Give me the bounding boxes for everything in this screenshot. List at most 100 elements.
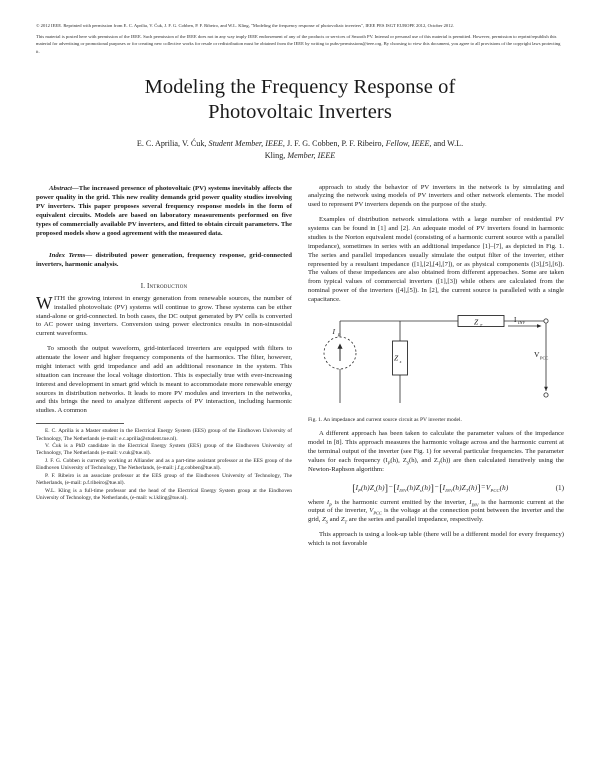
footnote-aprilia: E. C. Aprilia is a Master student in the… — [36, 428, 292, 442]
where-paragraph: where IP is the harmonic current emitted… — [308, 499, 564, 526]
title-line-2: Photovoltaic Inverters — [208, 100, 392, 123]
author-affil-fellow: Fellow, IEEE — [385, 138, 430, 148]
eq-t1-z: Z — [369, 483, 374, 492]
abstract-text: The increased presence of photovoltaic (… — [36, 184, 292, 237]
eq-t1-z-sub: s — [374, 487, 376, 493]
output-current-arrow-head — [537, 324, 542, 329]
symbol-ip: I — [326, 498, 330, 506]
current-source-arrow — [337, 343, 343, 349]
label-output-voltage-sub: PCC — [540, 356, 548, 361]
eq-t1-i-arg: (h) — [361, 483, 370, 492]
symbol-zt-sub: T — [437, 460, 441, 465]
index-terms-dash: — — [85, 251, 96, 259]
figure-1-caption: Fig. 1. An impedance and current source … — [308, 417, 462, 424]
voltage-arrow — [544, 387, 548, 392]
author-affil-student-member: Student Member, IEEE — [208, 138, 283, 148]
where-text-i: and — [327, 516, 341, 524]
body-columns: Abstract—The increased presence of photo… — [36, 184, 564, 549]
eq-rhs-arg: (h) — [499, 483, 509, 492]
author-affil-member: Member, IEEE — [287, 151, 336, 161]
symbol-vpcc-subscript: PCC — [373, 510, 382, 516]
eq-t1-z-arg: (h) — [375, 483, 385, 492]
eq-t2-i: I — [396, 483, 400, 492]
eq-t2-z-sub: s — [419, 487, 422, 493]
eq-t3-i-sub: INV — [445, 487, 453, 493]
equation-1: [IP(h)Zs(h)]−[IINV(h)Zs(h)]−[IINV(h)ZT(h… — [308, 483, 564, 494]
eq-t3-z-sub: T — [465, 487, 469, 493]
where-text-a: where — [308, 498, 327, 506]
copyright-line-1: © 2012 IEEE. Reprinted with permission f… — [36, 23, 454, 28]
abstract-dash: — — [72, 184, 79, 192]
symbol-iinv: I — [469, 498, 472, 506]
right-paragraph-2: Examples of distribution network simulat… — [308, 215, 564, 304]
intro-paragraph-2: To smooth the output waveform, grid-inte… — [36, 344, 292, 415]
equation-1-number: (1) — [555, 484, 564, 493]
footnote-kling: W.L. Kling is a full-time professor and … — [36, 487, 292, 502]
author-line-1-part-e: , and W.L. — [429, 138, 464, 148]
label-parallel-impedance: Z — [394, 354, 399, 363]
symbol-vpcc: V — [369, 507, 374, 515]
eq-t3-z-arg: (h) — [468, 483, 478, 492]
left-column: Abstract—The increased presence of photo… — [36, 184, 292, 549]
right-paragraph-3-text-a: A different approach has been taken to c… — [308, 429, 564, 464]
eq-t3-i-arg: (h) — [452, 483, 462, 492]
label-output-voltage: V — [534, 350, 540, 359]
eq-t1-i: I — [355, 483, 359, 492]
figure-1-circuit-diagram: I P Z s Z T I INV V PCC — [323, 315, 549, 404]
abstract-paragraph: Abstract—The increased presence of photo… — [36, 184, 292, 238]
terminal-node-top — [543, 318, 549, 324]
equation-1-expression: [IP(h)Zs(h)]−[IINV(h)Zs(h)]−[IINV(h)ZT(h… — [352, 482, 509, 494]
current-source-symbol — [323, 336, 357, 370]
label-series-impedance-sub: T — [480, 323, 483, 328]
author-footnotes: E. C. Aprilia is a Master student in the… — [36, 428, 292, 502]
eq-t1-i-sub: P — [358, 487, 361, 493]
eq-t2-z-arg: (h) — [421, 483, 431, 492]
right-paragraph-3-text-b: (h), Z — [390, 456, 407, 464]
copyright-notice: © 2012 IEEE. Reprinted with permission f… — [36, 22, 564, 55]
terminal-node-bottom — [543, 392, 549, 398]
symbol-ip-sub: P — [387, 460, 391, 465]
eq-t2-i-sub: INV — [399, 487, 407, 493]
symbol-iinv-subscript: INV — [471, 501, 479, 507]
symbol-zs: Z — [322, 516, 326, 524]
section-heading-introduction: I. Introduction — [140, 281, 188, 290]
right-paragraph-3-text-d: (h)) are then calculated iteratively usi… — [308, 456, 565, 473]
label-series-impedance: Z — [474, 318, 479, 327]
label-parallel-impedance-sub: s — [400, 359, 402, 364]
abstract-lead: Abstract — [49, 184, 73, 192]
right-paragraph-1: approach to study the behavior of PV inv… — [308, 183, 564, 209]
author-line-2-part-a: Kling, — [264, 151, 288, 161]
footnote-cuk: V. Ćuk is a PhD candidate in the Electri… — [36, 443, 292, 457]
title-line-1: Modeling the Frequency Response of — [144, 75, 456, 98]
index-terms-paragraph: Index Terms— distributed power generatio… — [36, 251, 292, 269]
author-list: E. C. Aprilia, V. Ćuk, Student Member, I… — [36, 138, 564, 163]
label-current-source-sub: P — [337, 333, 341, 338]
eq-rhs: V — [485, 483, 491, 492]
page-title: Modeling the Frequency Response of Photo… — [36, 75, 564, 125]
right-paragraph-4: This approach is using a look-up table (… — [308, 530, 564, 547]
footnote-ribeiro: P. F. Ribeiro is an associate professor … — [36, 472, 292, 487]
intro-paragraph-1-text: ITH the growing interest in energy gener… — [36, 294, 292, 338]
author-line-1-part-c: , J. F. G. Cobben, P. F. Ribeiro, — [282, 138, 386, 148]
figure-1: I P Z s Z T I INV V PCC — [308, 313, 564, 424]
series-impedance-box — [457, 315, 505, 328]
index-terms-lead: Index Terms — [49, 251, 86, 259]
eq-t3-i: I — [442, 483, 446, 492]
symbol-zs-subscript: S — [325, 519, 328, 525]
where-text-e: is the harmonic current at the output of… — [308, 498, 564, 515]
footnote-cobben: J. F. G. Cobben is currently working at … — [36, 458, 292, 472]
symbol-zt-subscript: T — [344, 519, 348, 525]
copyright-line-2: This material is posted here with permis… — [36, 33, 561, 54]
label-output-current: I — [514, 316, 517, 324]
index-terms-text: distributed power generation, frequency … — [36, 251, 292, 268]
right-column: approach to study the behavior of PV inv… — [308, 184, 564, 549]
symbol-ip-subscript: P — [329, 501, 332, 507]
eq-t2-i-arg: (h) — [406, 483, 416, 492]
author-line-1-part-a: E. C. Aprilia, V. Ćuk, — [136, 138, 209, 148]
footnote-divider — [36, 423, 124, 425]
eq-t3-z: Z — [461, 483, 466, 492]
symbol-zt: Z — [340, 516, 345, 524]
symbol-zs-sub: S — [406, 460, 409, 465]
where-text-k: are the series and parallel impedance, r… — [347, 516, 484, 524]
